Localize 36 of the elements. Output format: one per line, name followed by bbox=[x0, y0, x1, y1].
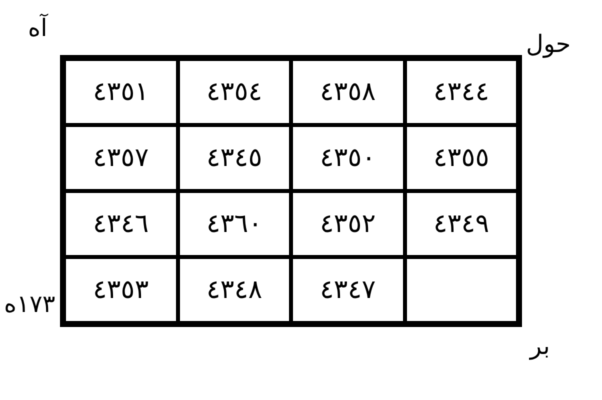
corner-note: حول bbox=[526, 30, 571, 58]
number-cell bbox=[404, 59, 518, 125]
number-cell bbox=[64, 191, 178, 257]
corner-note: آه bbox=[28, 14, 48, 42]
number-text: ٤٣٤٤ bbox=[433, 77, 490, 107]
number-text: ٤٣٦٠ bbox=[206, 209, 262, 239]
number-text: ٤٣٤٧ bbox=[320, 275, 376, 305]
number-cell bbox=[291, 257, 404, 323]
number-cell bbox=[178, 125, 291, 191]
corner-note: بر bbox=[530, 332, 550, 360]
number-cell bbox=[178, 257, 291, 323]
number-cell bbox=[178, 59, 291, 125]
corner-note: ١٧٣ه bbox=[4, 290, 56, 318]
number-cell bbox=[404, 125, 518, 191]
number-text: ٤٣٤٦ bbox=[92, 209, 149, 239]
number-text: ٤٣٥٣ bbox=[92, 275, 149, 305]
empty-cell bbox=[404, 257, 518, 323]
grid-frame bbox=[60, 55, 522, 327]
number-cell bbox=[178, 191, 291, 257]
number-text: ٤٣٥٠ bbox=[320, 143, 376, 173]
number-text: ٤٣٤٥ bbox=[206, 143, 262, 173]
number-text: ٤٣٥٧ bbox=[92, 143, 149, 173]
number-text: ٤٣٥٤ bbox=[206, 77, 262, 107]
number-text: ٤٣٥١ bbox=[92, 77, 149, 107]
number-cell bbox=[64, 257, 178, 323]
number-cell bbox=[291, 191, 404, 257]
number-cell bbox=[291, 125, 404, 191]
number-text: ٤٣٥٨ bbox=[320, 77, 376, 107]
number-text: ٤٣٤٩ bbox=[433, 209, 490, 239]
number-cell bbox=[64, 125, 178, 191]
number-text: ٤٣٥٢ bbox=[320, 209, 376, 239]
number-cell bbox=[64, 59, 178, 125]
number-cell bbox=[291, 59, 404, 125]
number-text: ٤٣٤٨ bbox=[206, 275, 262, 305]
number-cell bbox=[404, 191, 518, 257]
number-text: ٤٣٥٥ bbox=[433, 143, 490, 173]
